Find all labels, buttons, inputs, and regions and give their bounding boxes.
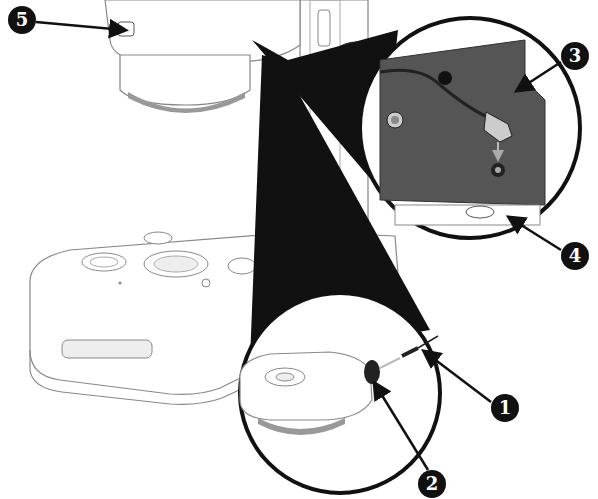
callout-number: 2 — [418, 470, 446, 498]
callout-number: 1 — [491, 394, 519, 422]
callout-number: 5 — [8, 6, 36, 34]
callout-number: 4 — [561, 242, 589, 270]
detail-circle — [360, 18, 580, 238]
callout-number: 3 — [561, 42, 589, 70]
detail-circle — [240, 293, 440, 493]
